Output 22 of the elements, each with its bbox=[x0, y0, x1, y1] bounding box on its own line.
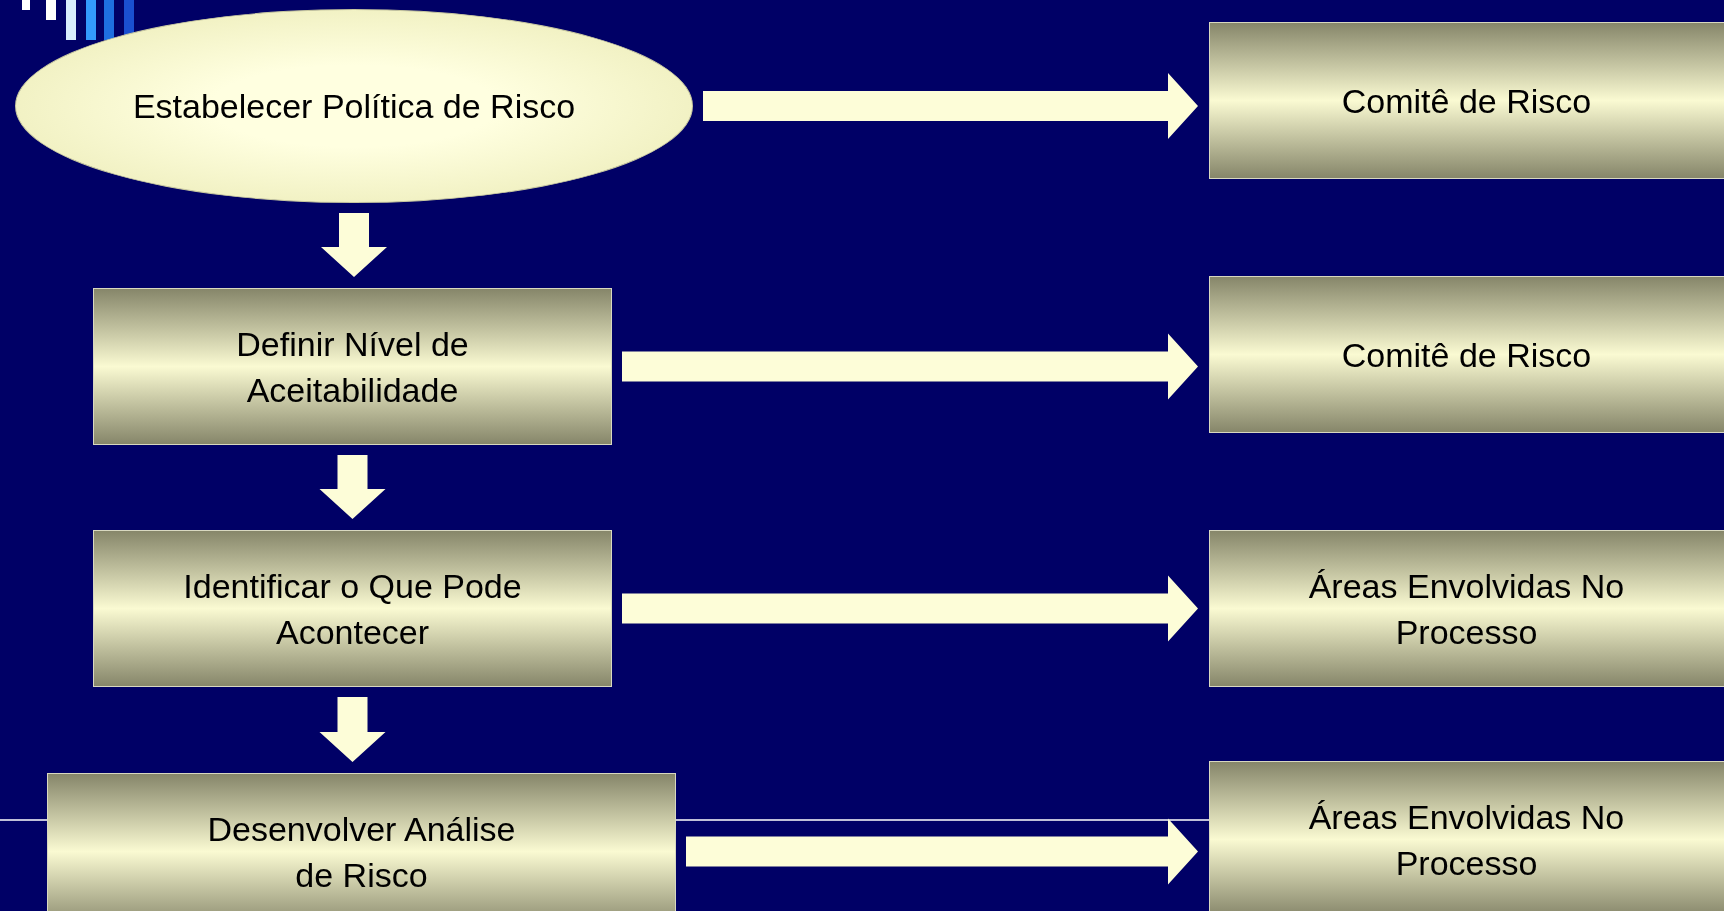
node-label: Áreas Envolvidas No Processo bbox=[1307, 796, 1626, 884]
block-arrow bbox=[686, 818, 1198, 885]
node-label: Definir Nível de Aceitabilidade bbox=[235, 323, 470, 411]
block-arrow bbox=[321, 213, 387, 277]
block-arrow bbox=[622, 575, 1198, 642]
block-arrow bbox=[703, 73, 1198, 139]
process-box bbox=[1209, 22, 1724, 179]
process-box bbox=[93, 288, 612, 445]
block-arrow bbox=[319, 455, 386, 519]
node-label: Desenvolver Análise de Risco bbox=[206, 808, 517, 896]
node-label: Áreas Envolvidas No Processo bbox=[1307, 565, 1626, 653]
block-arrow bbox=[622, 333, 1198, 400]
process-box bbox=[1209, 276, 1724, 433]
node-label: Estabelecer Política de Risco bbox=[132, 86, 576, 127]
node-label: Comitê de Risco bbox=[1340, 80, 1593, 122]
process-box bbox=[93, 530, 612, 687]
process-box bbox=[47, 773, 676, 911]
process-box bbox=[1209, 530, 1724, 687]
block-arrow bbox=[319, 697, 386, 762]
node-label: Comitê de Risco bbox=[1340, 334, 1593, 376]
node-label: Identificar o Que Pode Acontecer bbox=[182, 565, 523, 653]
process-box bbox=[1209, 761, 1724, 911]
